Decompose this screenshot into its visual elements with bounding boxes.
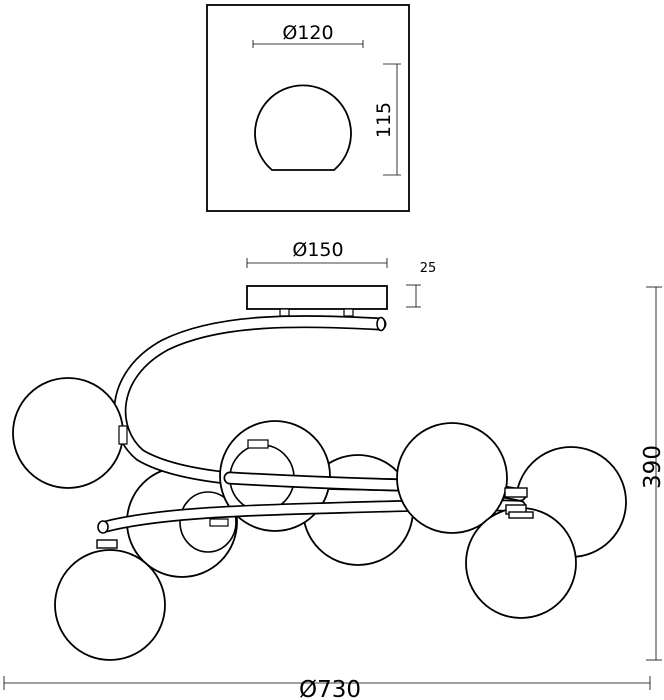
- ceiling-canopy: [246, 285, 388, 317]
- total-diameter-dimension: [3, 676, 651, 690]
- shade-detail-frame: [206, 4, 410, 212]
- base-diameter-label: Ø150: [292, 239, 343, 261]
- base-dimensions: [246, 258, 421, 308]
- upper-arm-front-segment-fill: [225, 473, 405, 490]
- shade-diameter-label: Ø120: [282, 22, 333, 44]
- globes-front: [54, 422, 577, 661]
- total-height-dimension: [646, 286, 662, 661]
- globe-front-right: [465, 507, 577, 619]
- globe-top-left: [12, 377, 128, 489]
- shade-height-label: 115: [373, 102, 395, 138]
- globe-front-left: [54, 549, 166, 661]
- base-height-label: 25: [420, 261, 437, 276]
- shade-detail: [206, 4, 410, 212]
- total-height-label: 390: [640, 445, 664, 489]
- lower-arm-end: [97, 518, 229, 534]
- shade-globe: [254, 84, 352, 171]
- total-diameter-label: Ø730: [299, 677, 361, 700]
- upper-arm-end: [376, 316, 386, 332]
- globe-holders: [96, 487, 534, 549]
- globe-front-center-right: [396, 422, 508, 534]
